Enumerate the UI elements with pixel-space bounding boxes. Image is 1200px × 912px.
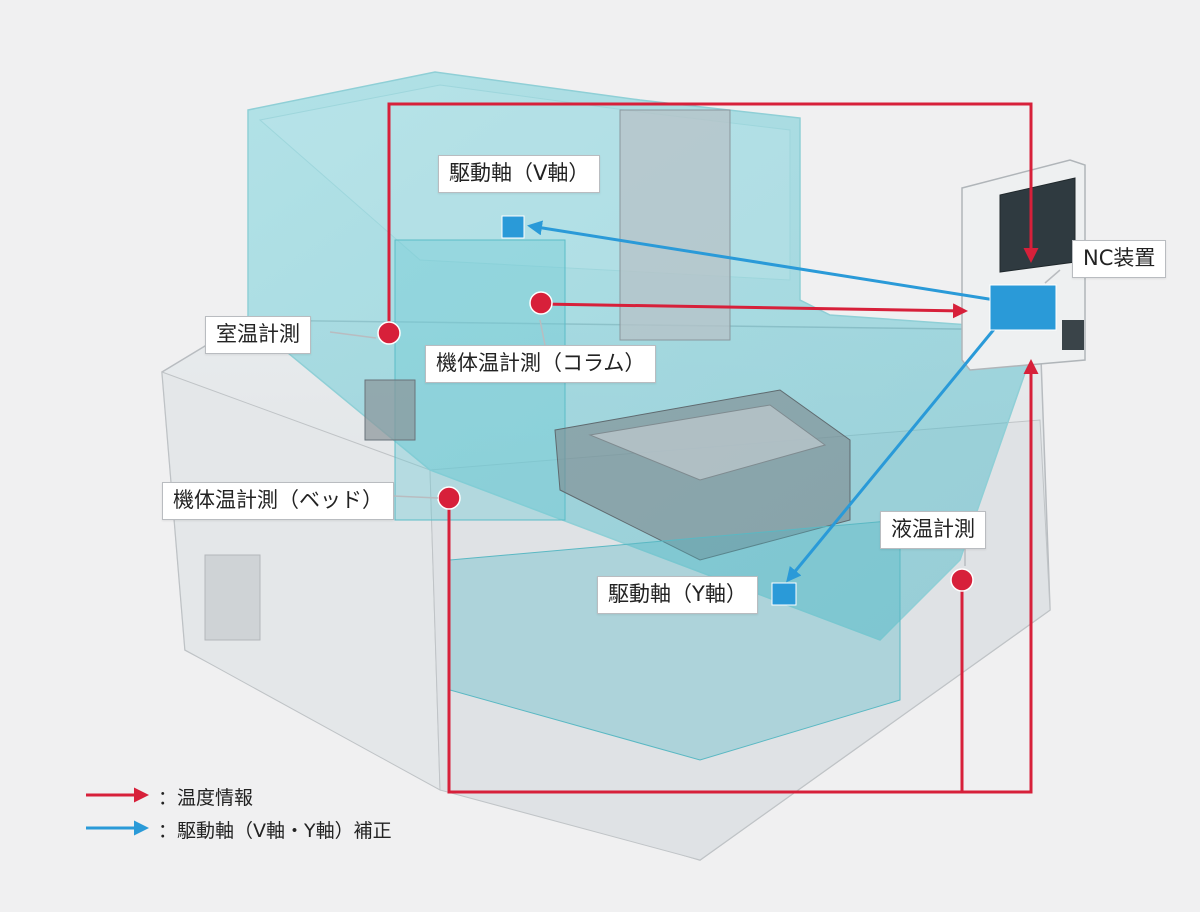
v-axis-line: [527, 220, 996, 302]
label-room-temp: 室温計測: [205, 316, 311, 354]
nc-device-box: [989, 284, 1057, 331]
legend-temperature-text: ：温度情報: [158, 787, 254, 809]
label-y-axis: 駆動軸（Y軸）: [597, 576, 758, 614]
label-bed-temp: 機体温計測（ベッド）: [162, 482, 394, 520]
v-axis-marker: [501, 215, 525, 239]
legend-temperature: ：温度情報: [158, 783, 253, 810]
y-axis-line: [786, 321, 1002, 583]
bed-temp-sensor: [437, 486, 461, 510]
liquid-temp-sensor: [950, 568, 974, 592]
room-temp-sensor: [377, 321, 401, 345]
column-temp-sensor: [529, 291, 553, 315]
legend-compensation: ：駆動軸（V軸・Y軸）補正: [158, 816, 392, 843]
column-temp-line: [540, 302, 968, 319]
y-axis-marker: [771, 582, 797, 606]
bed-temp-line: [447, 359, 1039, 794]
nc-panel: [961, 159, 1086, 371]
temperature-lines: [387, 102, 1039, 794]
room-temp-line: [387, 102, 1039, 333]
spindle-head: [619, 109, 731, 341]
nc-screen: [999, 177, 1076, 273]
vent-grille: [204, 554, 261, 641]
legend-compensation-text: ：駆動軸（V軸・Y軸）補正: [158, 820, 392, 842]
label-column-temp: 機体温計測（コラム）: [425, 345, 657, 383]
compensation-lines: [527, 220, 1002, 583]
label-v-axis: 駆動軸（V軸）: [438, 155, 601, 193]
label-liquid-temp: 液温計測: [880, 511, 986, 549]
label-nc-unit: NC装置: [1072, 240, 1167, 278]
